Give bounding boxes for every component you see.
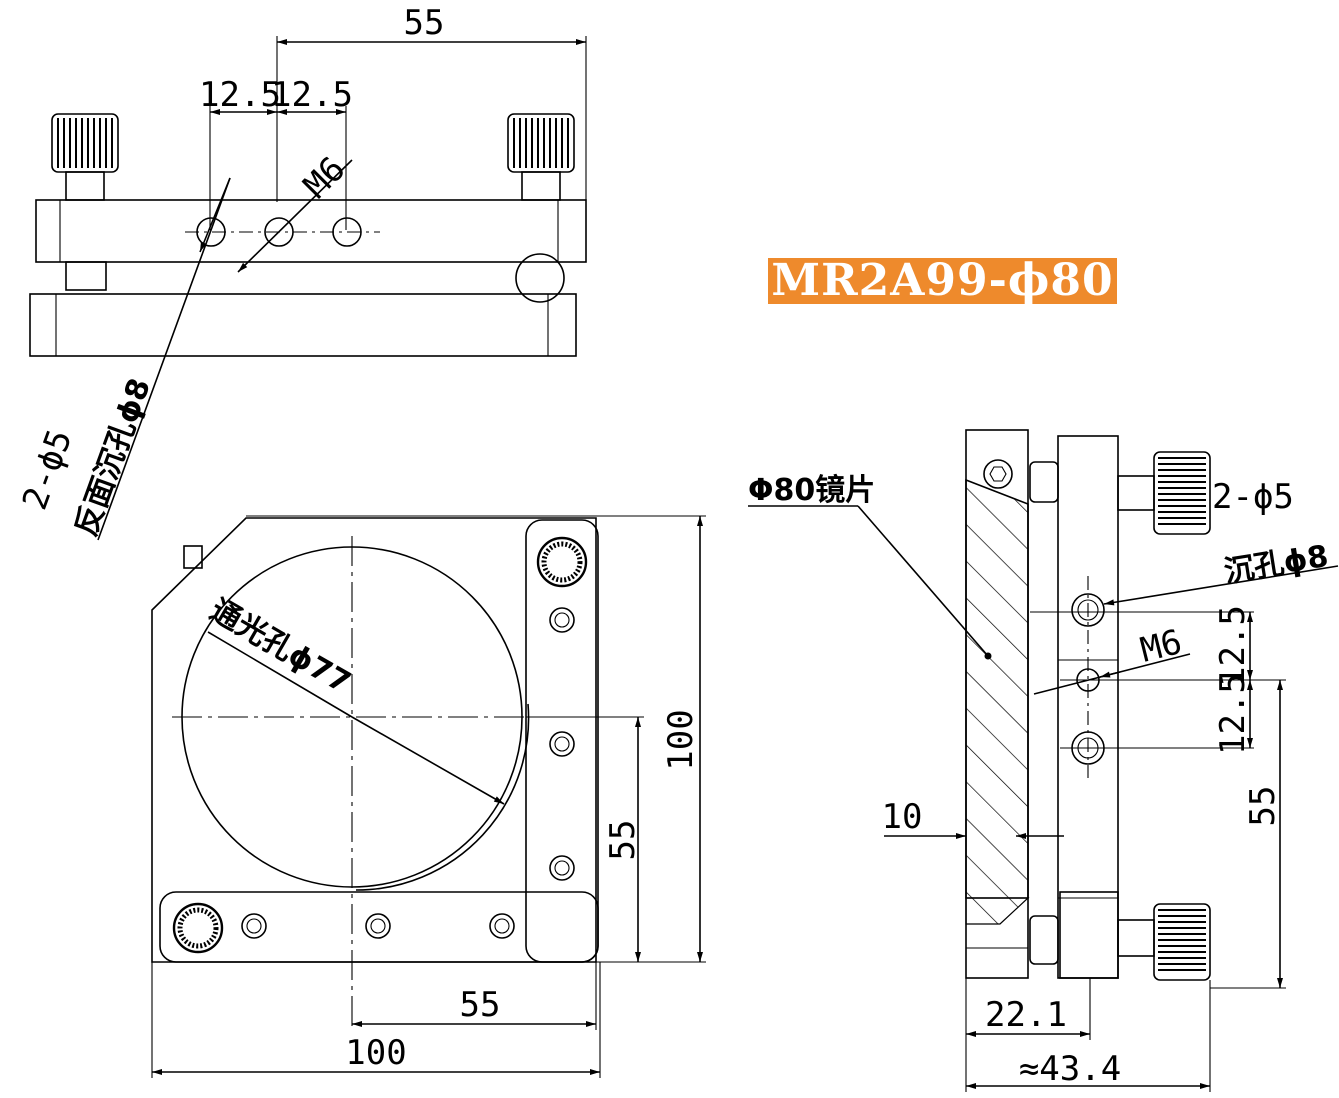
lower-plate bbox=[29, 293, 577, 357]
side-holes bbox=[1071, 576, 1105, 778]
front-dim-100-width: 100 bbox=[345, 1033, 406, 1073]
top-dim-12-5-left: 12.5 bbox=[199, 75, 281, 115]
front-knob-left bbox=[172, 902, 224, 954]
front-dim-100-height: 100 bbox=[661, 709, 701, 770]
side-dim-22-1: 22.1 bbox=[985, 995, 1067, 1035]
side-knob-top bbox=[1029, 451, 1211, 535]
top-holes bbox=[185, 217, 380, 247]
side-thread-m6: M6 bbox=[1137, 622, 1186, 671]
top-view: 55 12.5 12.5 M6 2-ϕ5 反面沉孔ϕ8 bbox=[15, 3, 587, 541]
top-dim-12-5-right: 12.5 bbox=[271, 75, 353, 115]
front-aperture-label: 通光孔ϕ77 bbox=[204, 593, 356, 701]
knob-left bbox=[51, 113, 119, 201]
front-dim-55-horizontal: 55 bbox=[460, 985, 501, 1025]
top-thread-m6: M6 bbox=[296, 149, 353, 206]
top-note-counterbore: 反面沉孔ϕ8 bbox=[69, 374, 158, 541]
side-dim-43-4: ≈43.4 bbox=[1019, 1049, 1121, 1089]
front-dim-55-vertical: 55 bbox=[603, 820, 643, 861]
side-dim-10: 10 bbox=[882, 797, 923, 837]
side-dim-12-5-b: 12.5 bbox=[1213, 673, 1253, 755]
side-dim-12-5-a: 12.5 bbox=[1213, 605, 1253, 687]
horizontal-arm bbox=[159, 891, 599, 963]
top-note-holes: 2-ϕ5 bbox=[15, 424, 81, 515]
side-dim-55: 55 bbox=[1243, 786, 1283, 827]
front-view: 通光孔ϕ77 100 55 55 100 bbox=[151, 515, 706, 1078]
side-counterbore: 沉孔ϕ8 bbox=[1222, 539, 1331, 590]
side-set-screw bbox=[983, 459, 1013, 489]
side-mirror-label: Φ80镜片 bbox=[748, 473, 875, 508]
side-view: Φ80镜片 2-ϕ5 沉孔ϕ8 M6 12.5 12.5 55 10 22.1 … bbox=[748, 429, 1339, 1092]
top-dim-55: 55 bbox=[404, 3, 445, 43]
side-knob-bottom bbox=[1029, 891, 1211, 981]
mount-outline bbox=[151, 517, 597, 963]
model-title-badge: MR2A99-ϕ80 bbox=[768, 258, 1117, 304]
front-knob-top bbox=[536, 536, 588, 588]
knob-right bbox=[507, 113, 575, 201]
side-rear-plate bbox=[1057, 435, 1119, 979]
front-holes bbox=[241, 607, 575, 939]
side-holes-count: 2-ϕ5 bbox=[1212, 477, 1294, 517]
upper-plate bbox=[35, 199, 587, 263]
